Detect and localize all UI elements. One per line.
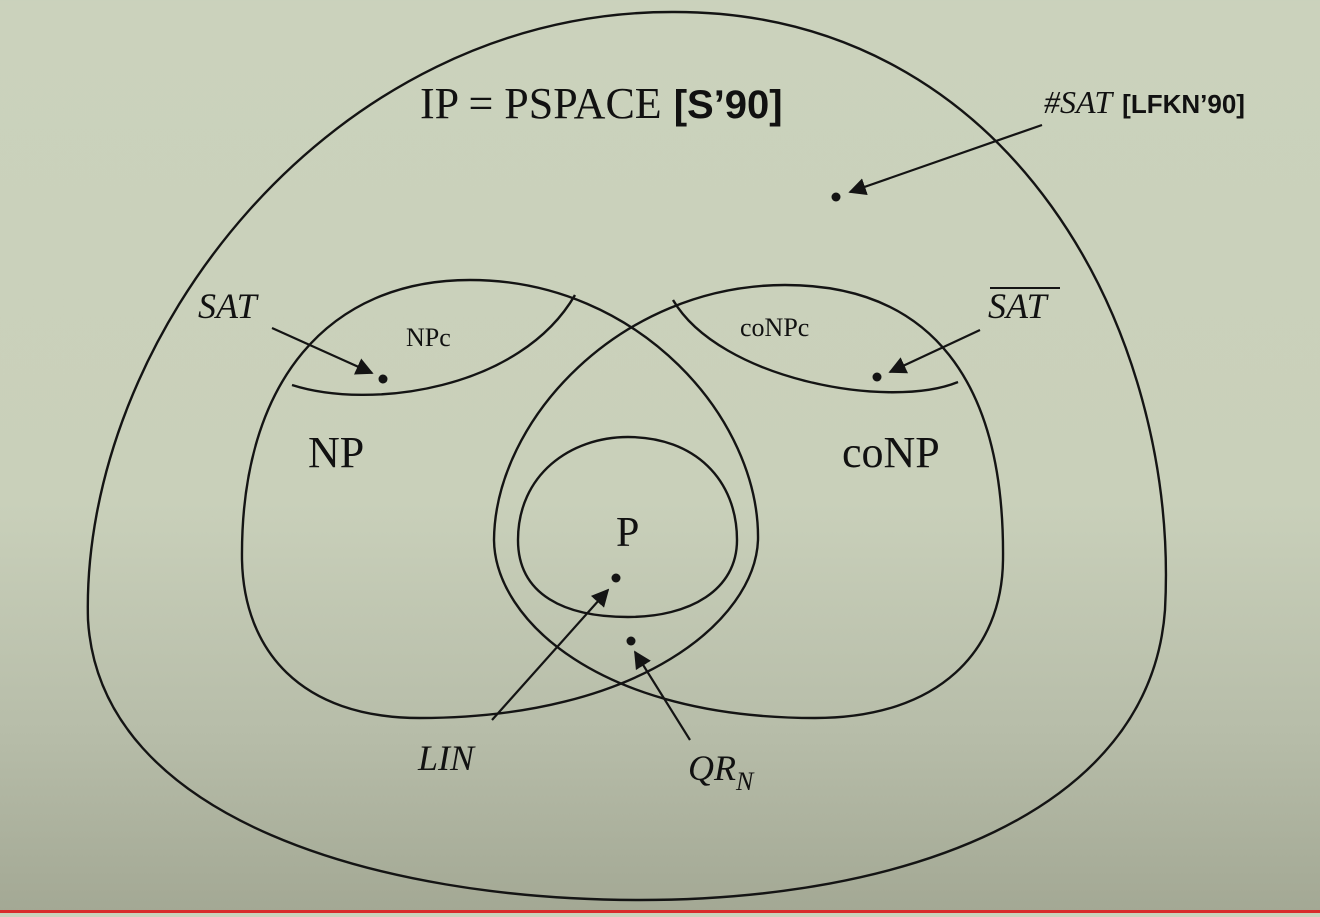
sat-complement-label: SAT bbox=[988, 286, 1050, 326]
sat-point bbox=[378, 374, 388, 384]
sharp-sat-point bbox=[831, 192, 841, 202]
lin-point bbox=[611, 573, 621, 583]
qr-point bbox=[626, 636, 636, 646]
progress-bar bbox=[0, 910, 1320, 913]
npc-boundary bbox=[291, 294, 577, 397]
sharp-sat-arrow bbox=[848, 123, 1043, 196]
lin-arrow bbox=[491, 588, 610, 721]
sharp-sat-citation: [LFKN’90] bbox=[1122, 89, 1245, 119]
npc-label: NPc bbox=[406, 323, 451, 352]
conpc-label: coNPc bbox=[740, 313, 809, 342]
title-text: IP = PSPACE [S’90] bbox=[420, 79, 783, 128]
sat-arrow bbox=[271, 326, 374, 375]
title-citation: [S’90] bbox=[674, 83, 783, 127]
conp-label: coNP bbox=[842, 428, 940, 477]
np-label: NP bbox=[308, 428, 364, 477]
qr-label: QRN bbox=[688, 748, 755, 796]
sat-complement-arrow bbox=[888, 329, 981, 374]
sat-complement-point bbox=[872, 372, 882, 382]
conpc-boundary bbox=[671, 299, 959, 394]
sat-label: SAT bbox=[198, 286, 260, 326]
sharp-sat-label: #SAT [LFKN’90] bbox=[1044, 84, 1245, 120]
sharp-sat-name: #SAT bbox=[1044, 84, 1114, 120]
lin-label: LIN bbox=[417, 738, 476, 778]
qr-subscript: N bbox=[735, 767, 755, 796]
np-region bbox=[240, 278, 760, 720]
qr-base: QR bbox=[688, 748, 736, 788]
pspace-region bbox=[86, 10, 1168, 902]
qr-arrow bbox=[634, 650, 691, 741]
p-region bbox=[516, 435, 739, 619]
p-label: P bbox=[616, 510, 639, 556]
conp-region bbox=[492, 283, 1005, 720]
title-equation: IP = PSPACE bbox=[420, 79, 662, 128]
